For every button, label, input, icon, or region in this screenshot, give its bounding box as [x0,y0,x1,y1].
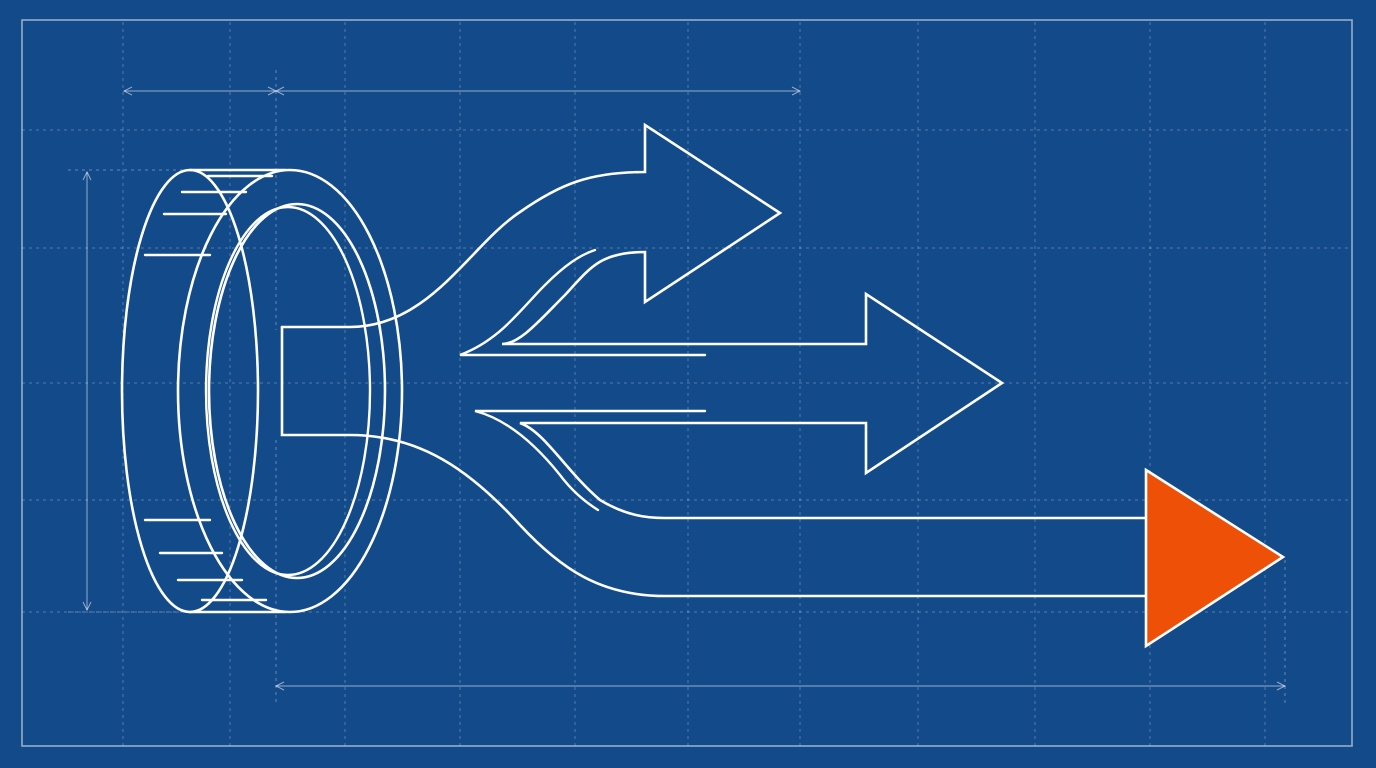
dimension-top-right [274,86,802,96]
dimension-vertical [82,170,92,612]
dimension-top-left [122,86,278,96]
coin-edge-ridges [143,174,274,602]
arrow-highlight [1144,467,1286,649]
blueprint-grid [22,22,1352,746]
blueprint-frame [21,19,1353,747]
coin-icon [120,168,404,614]
split-flow-shape [280,122,1148,598]
dimension-bottom [274,681,1287,691]
extension-lines [68,70,1286,705]
